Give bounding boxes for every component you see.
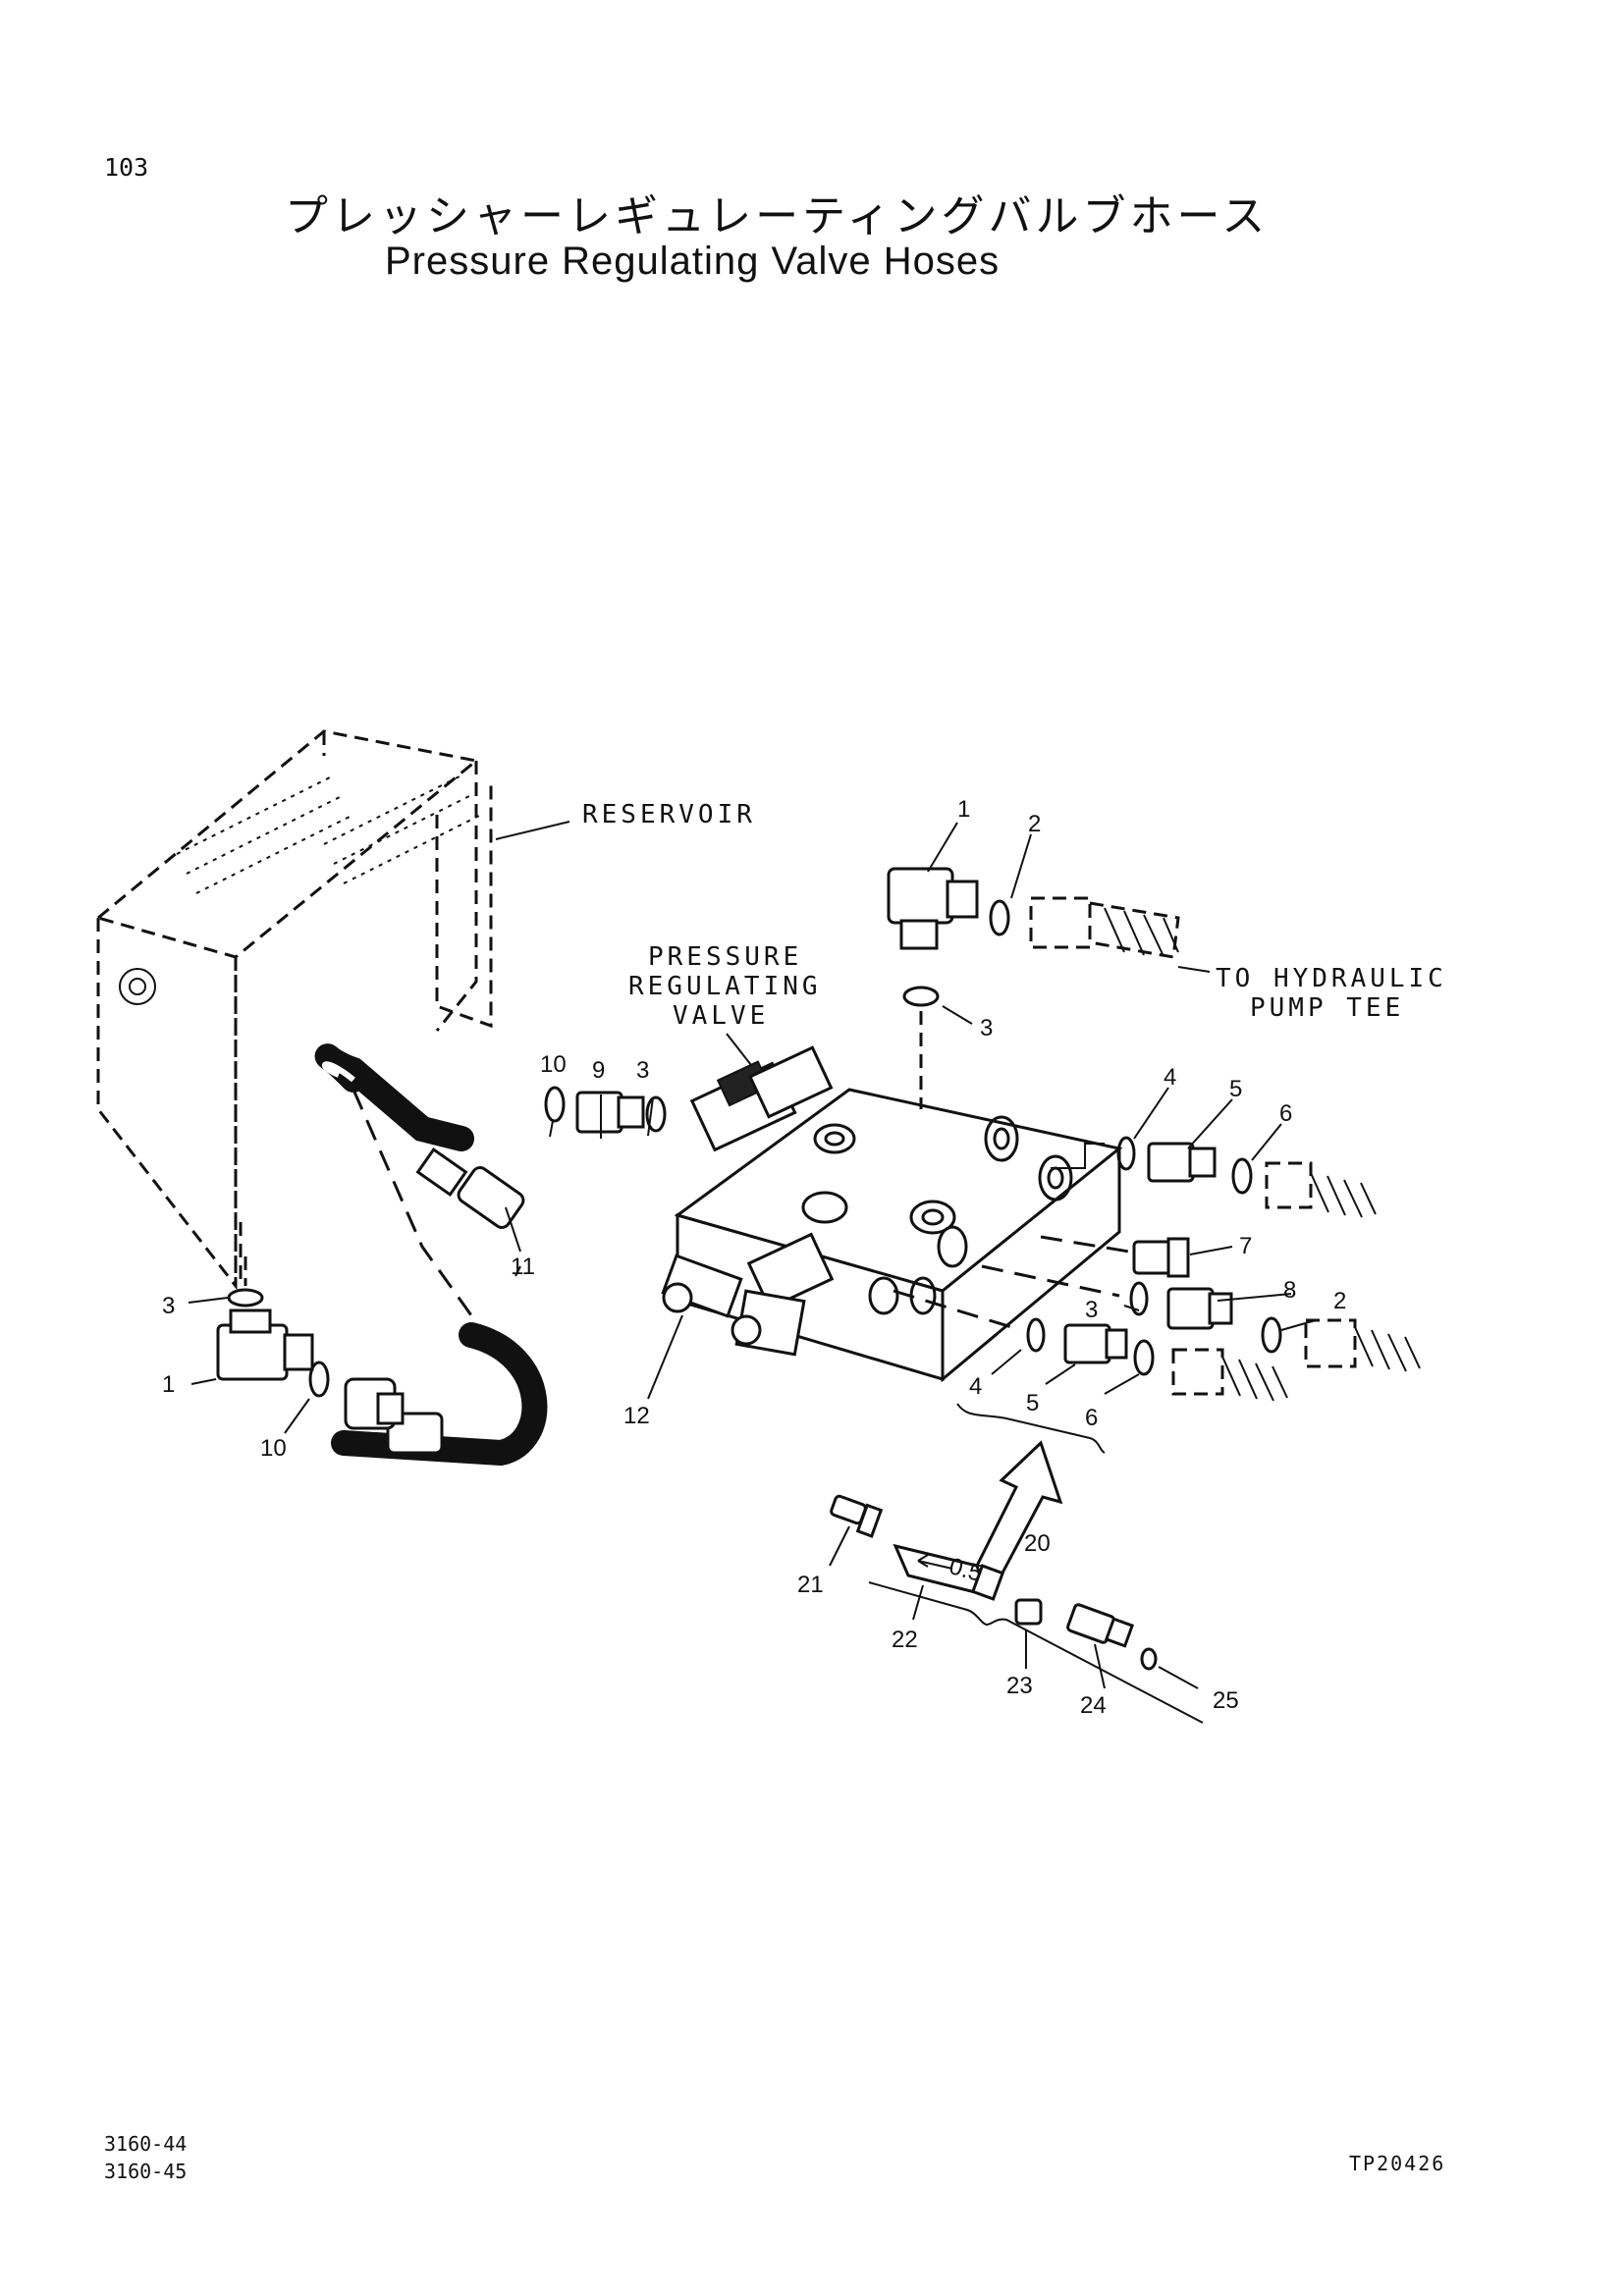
callout-9: 9 [592, 1057, 605, 1084]
callout-12: 12 [623, 1403, 650, 1429]
callout-25: 25 [1213, 1687, 1239, 1714]
lower-elbow-fitting [216, 1308, 314, 1381]
o-ring [902, 986, 940, 1007]
hose-assembly [314, 1043, 548, 1467]
pump-leader [1177, 966, 1211, 973]
o-ring [1261, 1316, 1282, 1354]
adapter-fitting [1063, 1323, 1128, 1364]
o-ring [645, 1095, 667, 1133]
page-number: 103 [104, 153, 149, 182]
callout-11-upper: 11 [511, 1254, 535, 1280]
bracket [868, 1581, 1204, 1724]
callout-10-bottom: 10 [260, 1435, 287, 1462]
callout-22: 22 [892, 1627, 918, 1653]
prv-label-line1: PRESSURE [648, 942, 802, 972]
callout-5-upper: 5 [1229, 1076, 1242, 1102]
o-ring [1129, 1281, 1149, 1316]
assembly-line [981, 1264, 1120, 1298]
o-ring [544, 1086, 566, 1123]
callout-24: 24 [1080, 1692, 1107, 1719]
o-ring [308, 1361, 330, 1398]
adapter-fitting [1147, 1142, 1217, 1183]
reservoir-leader [495, 821, 570, 840]
callout-4-lower: 4 [969, 1373, 982, 1400]
callout-3-top: 3 [980, 1015, 993, 1041]
callout-1-left: 1 [162, 1371, 175, 1398]
hose-end-dashed [1304, 1318, 1421, 1372]
o-ring [1116, 1136, 1136, 1171]
o-ring-25 [1140, 1647, 1158, 1671]
footer-ref-2: 3160-45 [104, 2160, 188, 2183]
callout-1-top: 1 [957, 796, 970, 823]
callout-7: 7 [1239, 1233, 1252, 1259]
callout-20: 20 [1024, 1530, 1051, 1557]
callout-2-right: 2 [1333, 1288, 1346, 1314]
callout-2-top: 2 [1028, 811, 1041, 837]
fitting-24 [1066, 1603, 1135, 1648]
reservoir-outline [94, 729, 493, 1291]
port-line [1051, 1143, 1105, 1169]
direction-arrow [964, 1440, 1063, 1595]
o-ring [989, 899, 1010, 936]
o-ring [227, 1288, 264, 1308]
callout-6-lower: 6 [1085, 1405, 1098, 1431]
page-title-japanese: プレッシャーレギュレーティングバルブホース [285, 191, 1270, 241]
o-ring [1133, 1339, 1155, 1376]
pump-tee-hose [1029, 896, 1180, 959]
footer-ref-1: 3160-44 [104, 2132, 188, 2156]
prv-leader [726, 1033, 752, 1066]
fitting-23 [1014, 1598, 1043, 1626]
callout-3-left: 3 [162, 1293, 175, 1319]
o-ring [1231, 1157, 1253, 1195]
callout-leaders [188, 822, 1317, 1689]
prv-label-line2: REGULATING [628, 972, 822, 1001]
o-ring [1026, 1317, 1046, 1353]
top-elbow-fitting [887, 867, 979, 950]
callout-23: 23 [1006, 1673, 1033, 1699]
adapter-fitting [575, 1091, 645, 1134]
to-pump-label-line2: PUMP TEE [1250, 993, 1404, 1023]
adapter-fitting [1166, 1287, 1233, 1330]
callout-5-lower: 5 [1026, 1390, 1039, 1416]
bracket [956, 1403, 1106, 1454]
hose-end-dashed [1171, 1348, 1288, 1402]
to-pump-label-line1: TO HYDRAULIC [1216, 964, 1447, 993]
pressure-regulating-valve-body [661, 1045, 1123, 1383]
callout-4-upper: 4 [1164, 1064, 1176, 1091]
assembly-line [1040, 1235, 1130, 1254]
callout-3-mid: 3 [636, 1057, 649, 1084]
footer-plate-number: TP20426 [1349, 2152, 1446, 2175]
assembly-line [893, 1289, 1022, 1332]
prv-label-line3: VALVE [673, 1001, 769, 1031]
callout-21: 21 [797, 1572, 824, 1598]
hose-end-dashed [1265, 1161, 1377, 1218]
callout-10-top: 10 [540, 1051, 567, 1078]
restrictor-22 [893, 1543, 1005, 1601]
page-title-english: Pressure Regulating Valve Hoses [385, 240, 1001, 283]
fitting-21 [830, 1494, 884, 1538]
callout-6-upper: 6 [1279, 1100, 1292, 1127]
reservoir-label: RESERVOIR [582, 800, 756, 829]
plug [1132, 1237, 1190, 1278]
callout-3-right: 3 [1085, 1297, 1098, 1323]
callout-8: 8 [1283, 1277, 1296, 1304]
